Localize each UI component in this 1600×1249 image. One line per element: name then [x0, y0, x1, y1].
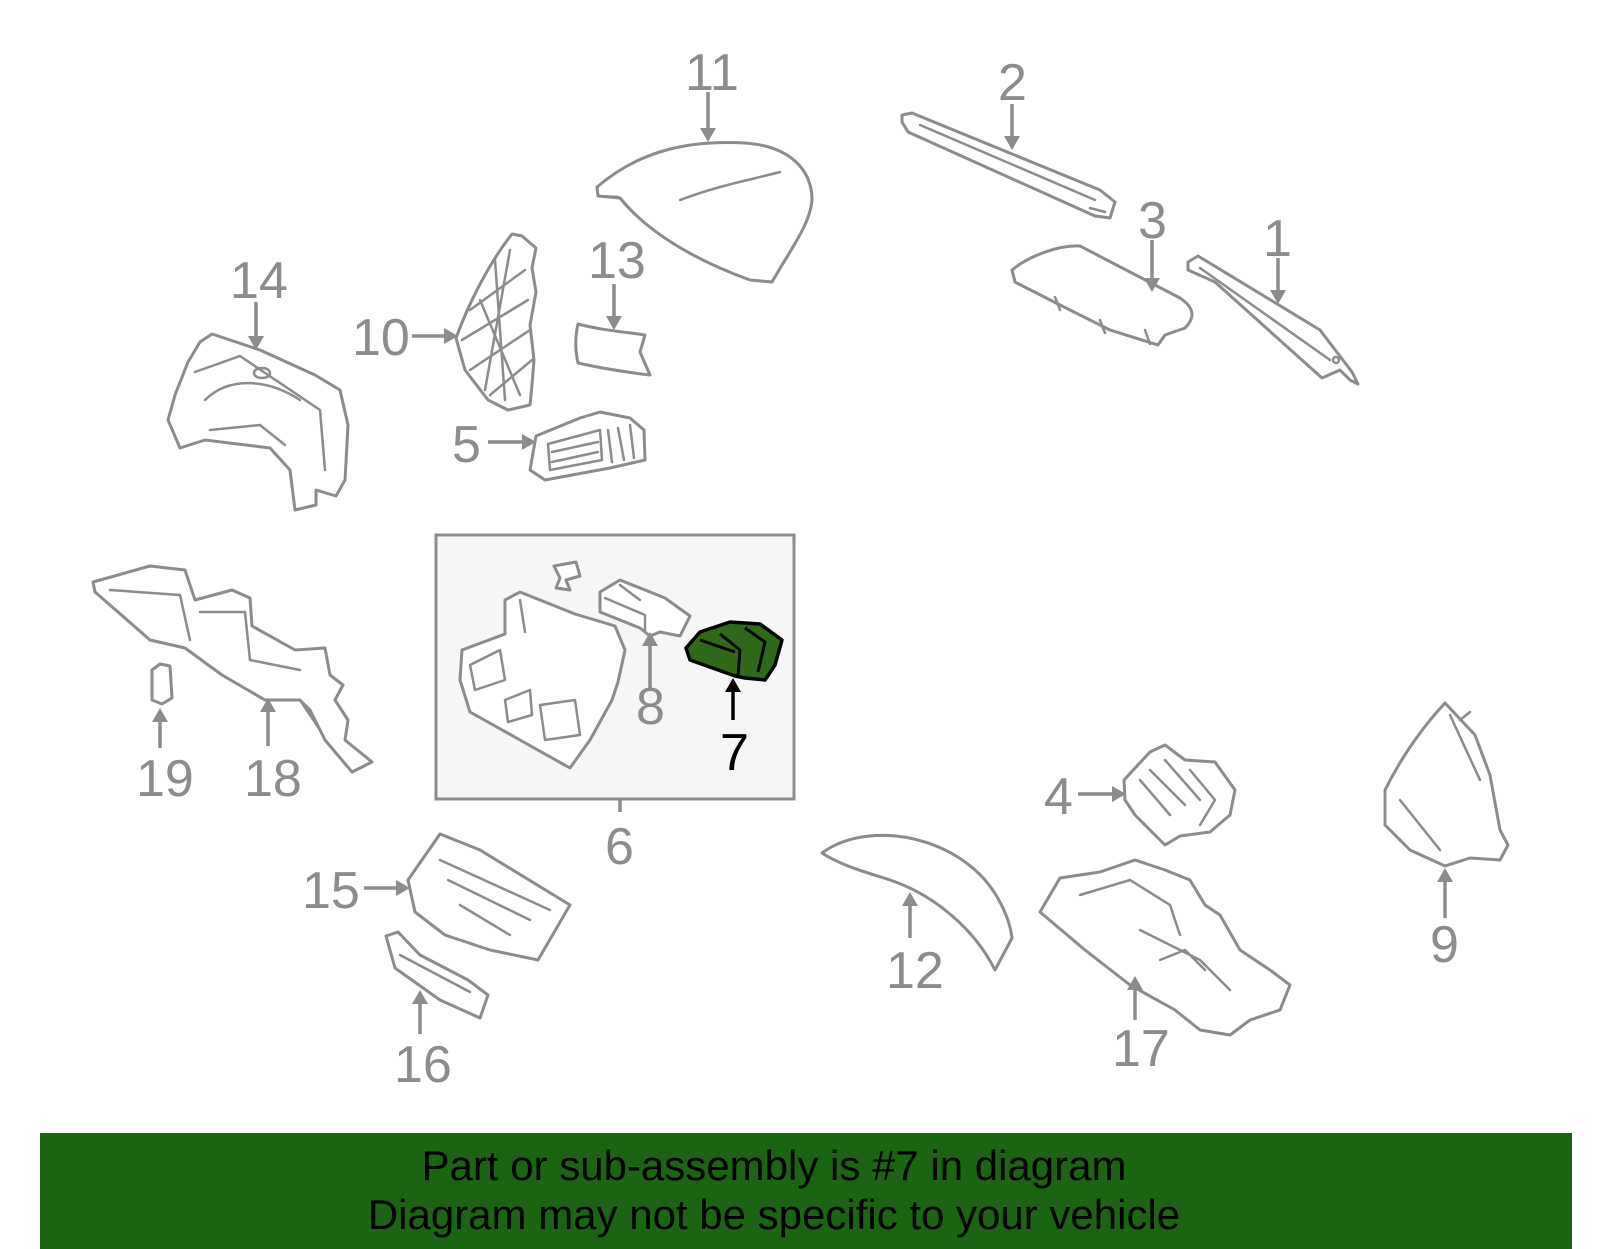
part-5[interactable]	[528, 410, 647, 482]
callout-10: 10	[352, 309, 410, 367]
callout-5: 5	[452, 416, 481, 474]
banner-line-2: Diagram may not be specific to your vehi…	[367, 1191, 1181, 1238]
part-3[interactable]	[1010, 244, 1194, 347]
callout-6: 6	[605, 818, 634, 876]
callout-2: 2	[998, 54, 1027, 112]
part-17[interactable]	[1038, 858, 1292, 1037]
part-6[interactable]	[458, 590, 627, 770]
part-19[interactable]	[150, 662, 174, 706]
part-12[interactable]	[820, 833, 1014, 972]
part-2[interactable]	[900, 111, 1117, 220]
callout-14: 14	[230, 252, 288, 310]
callout-13: 13	[588, 232, 646, 290]
callout-4: 4	[1044, 768, 1073, 826]
info-banner: Part or sub-assembly is #7 in diagram Di…	[40, 1133, 1572, 1249]
part-18[interactable]	[91, 564, 374, 774]
part-16[interactable]	[384, 930, 490, 1020]
callout-11: 11	[685, 44, 739, 102]
part-14[interactable]	[166, 332, 350, 512]
banner-line-1: Part or sub-assembly is #7 in diagram	[421, 1142, 1127, 1189]
part-15[interactable]	[406, 832, 572, 962]
part-1[interactable]	[1186, 254, 1360, 386]
callout-12: 12	[886, 942, 944, 1000]
part-10[interactable]	[454, 232, 538, 412]
part-7-highlighted[interactable]	[684, 620, 784, 682]
callout-16: 16	[394, 1036, 452, 1094]
part-8[interactable]	[598, 578, 692, 638]
part-13[interactable]	[574, 322, 652, 377]
callout-15: 15	[302, 862, 360, 920]
part-6-clip[interactable]	[552, 560, 582, 592]
callout-1: 1	[1263, 210, 1292, 268]
callout-7: 7	[720, 724, 749, 782]
part-11[interactable]	[595, 141, 814, 284]
callout-8: 8	[636, 678, 665, 736]
callout-9: 9	[1430, 916, 1459, 974]
part-9[interactable]	[1383, 701, 1510, 868]
parts-diagram: 11 2 3 1 14 10 13	[91, 44, 1510, 1094]
callout-17: 17	[1112, 1020, 1170, 1078]
callout-19: 19	[136, 750, 194, 808]
part-4[interactable]	[1122, 743, 1237, 847]
callout-3: 3	[1138, 192, 1167, 250]
callout-18: 18	[244, 750, 302, 808]
